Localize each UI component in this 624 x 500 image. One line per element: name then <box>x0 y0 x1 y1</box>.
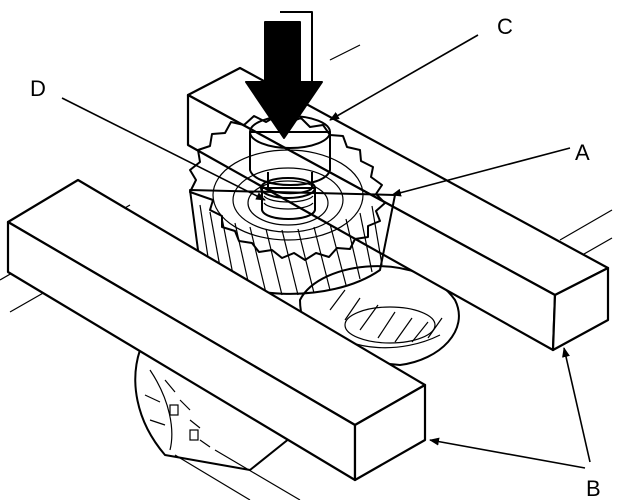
lower-housing <box>134 349 301 471</box>
support-block-front <box>6 178 427 482</box>
label-a: A <box>575 140 590 165</box>
leader-lines <box>61 34 591 469</box>
leader-a <box>391 147 571 197</box>
shaft-collar-d <box>260 177 316 220</box>
leader-b-front <box>429 437 586 469</box>
leader-c <box>329 34 479 121</box>
leader-d <box>61 97 266 201</box>
label-b: B <box>586 476 601 500</box>
leader-b-rear <box>562 347 591 463</box>
label-c: C <box>497 14 513 39</box>
label-d: D <box>30 76 46 101</box>
down-arrow-icon <box>245 11 323 139</box>
